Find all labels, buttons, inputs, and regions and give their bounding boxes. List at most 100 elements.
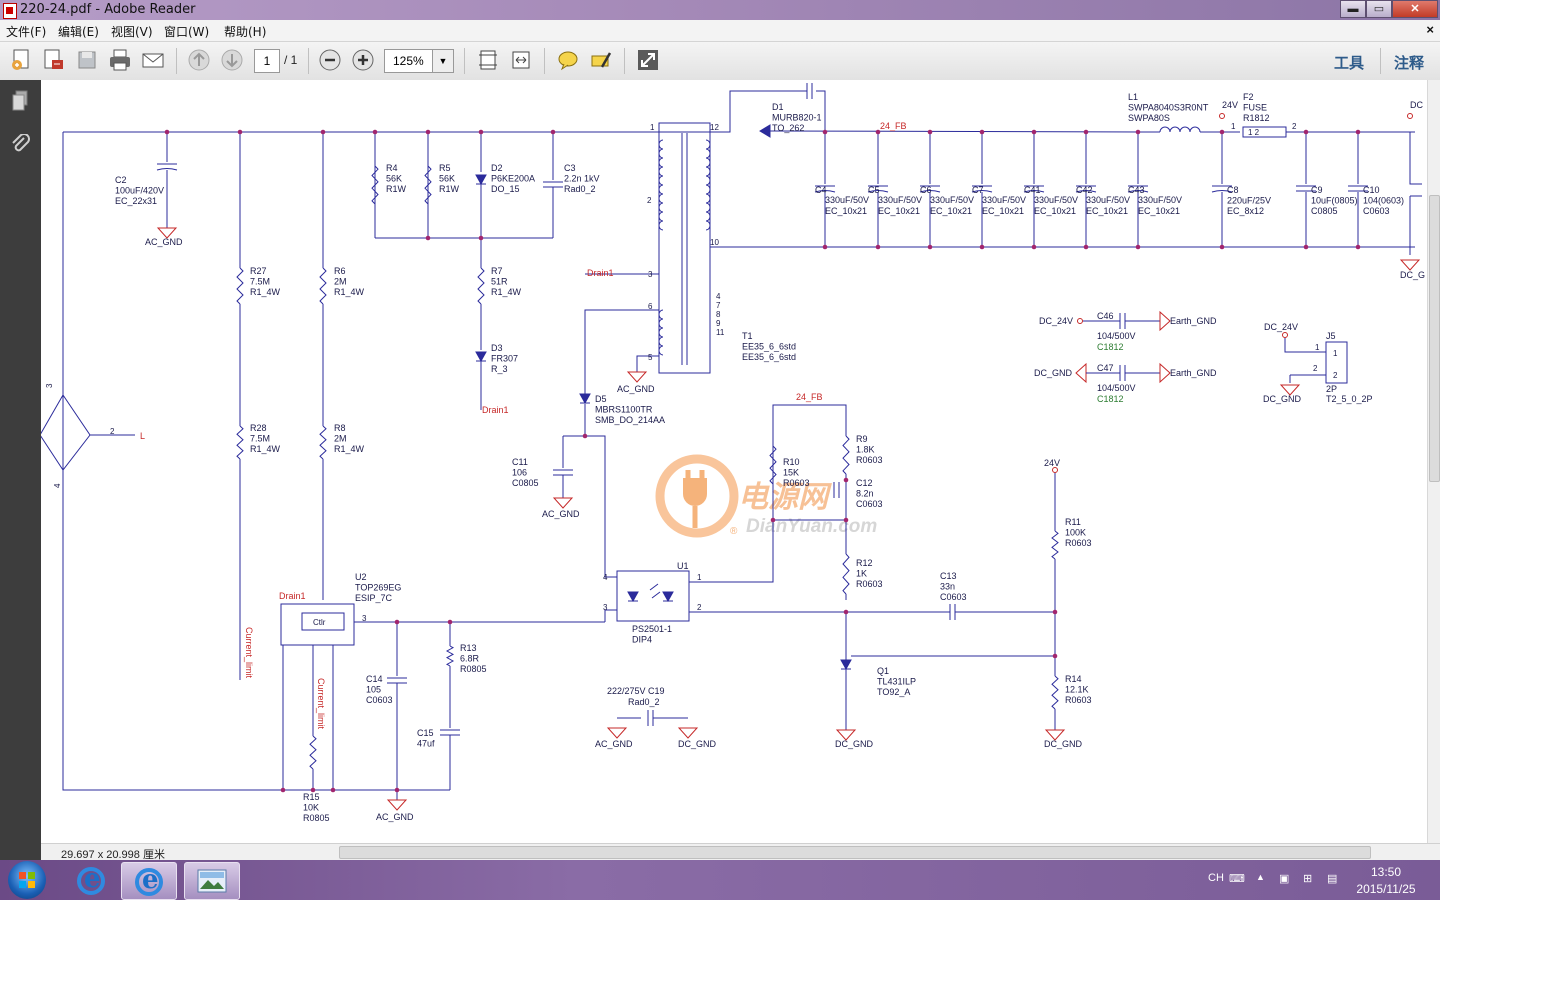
r5-label: R5 [439, 163, 451, 173]
zoom-dropdown-button[interactable]: ▼ [432, 49, 454, 73]
fb-wire [689, 404, 847, 583]
junction-dot [843, 477, 849, 483]
windows-flag-icon[interactable]: ⊞ [1303, 873, 1313, 885]
fit-page-icon[interactable] [475, 47, 501, 73]
system-clock[interactable]: 13:50 2015/11/25 [1352, 864, 1420, 898]
t1-winding [658, 309, 664, 356]
output-cap-package: EC_10x21 [1086, 206, 1128, 216]
output-cap-C41 [1023, 190, 1045, 193]
output-cap-ref: C4 [815, 185, 827, 195]
close-document-button[interactable]: × [1426, 22, 1434, 37]
r13-label: 6.8R [460, 654, 480, 664]
highlight-icon[interactable] [588, 47, 614, 73]
print-icon[interactable] [107, 47, 133, 73]
horizontal-scroll-thumb[interactable] [339, 846, 1371, 859]
network-icon[interactable]: ▤ [1327, 873, 1338, 885]
image-viewer-button[interactable] [184, 862, 240, 900]
c3-label: Rad0_2 [564, 184, 596, 194]
q1-dc-gnd [835, 729, 857, 741]
r15-label: R0805 [303, 813, 330, 823]
junction-dot [1355, 244, 1361, 250]
input-bus-left [62, 132, 450, 791]
fullscreen-icon[interactable] [635, 47, 661, 73]
vertical-scroll-thumb[interactable] [1429, 195, 1440, 482]
r27-label: R27 [250, 266, 267, 276]
l1-label: L1 [1128, 92, 1138, 102]
prev-page-icon[interactable] [186, 47, 212, 73]
zoom-level-input[interactable]: 125% [384, 49, 440, 73]
cap-label-C9: C0805 [1311, 206, 1338, 216]
c3-label: C3 [564, 163, 576, 173]
next-page-icon[interactable] [219, 47, 245, 73]
c19-dc-gnd [677, 727, 699, 739]
menu-view[interactable]: 视图(V) [111, 25, 153, 39]
f2-label: R1812 [1243, 113, 1270, 123]
pages-icon[interactable] [10, 90, 30, 112]
output-cap-C4 [814, 190, 836, 193]
windows-logo-icon [19, 872, 35, 888]
menu-help[interactable]: 帮助(H) [224, 25, 267, 39]
close-button[interactable]: ✕ [1392, 0, 1438, 18]
start-button[interactable] [8, 861, 46, 899]
ie-icon [77, 864, 105, 895]
menu-file[interactable]: 文件(F) [6, 25, 47, 39]
create-pdf-icon[interactable] [8, 47, 34, 73]
ie-pinned-button[interactable] [64, 862, 118, 898]
junction-dot [372, 129, 378, 135]
r8-label: R8 [334, 423, 346, 433]
cap-label-C8: C8 [1227, 185, 1239, 195]
export-pdf-icon[interactable] [40, 47, 66, 73]
attachments-icon[interactable] [10, 134, 30, 156]
24v-net-label: 24V [1222, 100, 1238, 110]
title-bar[interactable]: 220-24.pdf - Adobe Reader ▬ ▭ ✕ [0, 0, 1440, 20]
page-number-input[interactable]: 1 [254, 49, 280, 73]
r5-symbol [424, 165, 432, 205]
menu-edit[interactable]: 编辑(E) [58, 25, 99, 39]
junction-dot [822, 129, 828, 135]
junction-dot [1052, 609, 1058, 615]
r15-label: R15 [303, 792, 320, 802]
action-center-icon[interactable]: ▣ [1279, 873, 1290, 885]
minimize-button[interactable]: ▬ [1340, 0, 1366, 18]
output-cap-ref: C6 [920, 185, 932, 195]
fit-width-icon[interactable] [508, 47, 534, 73]
c2-label: C2 [115, 175, 127, 185]
tools-tab[interactable]: 工具 [1334, 54, 1365, 72]
zoom-out-icon[interactable] [317, 47, 343, 73]
email-icon[interactable] [140, 47, 166, 73]
current-limit-label: Current_limit [244, 627, 254, 679]
schematic-label: 104/500V [1097, 331, 1136, 341]
u1-light-arrows [649, 583, 661, 599]
input-language[interactable]: CH [1208, 872, 1224, 884]
ie-running-button[interactable] [121, 862, 177, 900]
comment-tab[interactable]: 注释 [1394, 54, 1425, 72]
c12-label: C0603 [856, 499, 883, 509]
junction-dot [582, 433, 588, 439]
comment-icon[interactable] [555, 47, 581, 73]
menu-window[interactable]: 窗口(W) [164, 25, 210, 39]
junction-dot [310, 787, 316, 793]
r13-label: R13 [460, 643, 477, 653]
r27-label: R1_4W [250, 287, 281, 297]
maximize-button[interactable]: ▭ [1366, 0, 1392, 18]
c13-label: C0603 [940, 592, 967, 602]
r4-symbol [371, 165, 379, 205]
cap-C8 [1211, 190, 1233, 193]
r13-symbol [445, 645, 455, 667]
junction-dot [550, 129, 556, 135]
junction-dot [1135, 244, 1141, 250]
u2-label: TOP269EG [355, 583, 401, 593]
save-icon[interactable] [74, 47, 100, 73]
output-cap-ref: C5 [868, 185, 880, 195]
show-hidden-icons-button[interactable]: ▲ [1256, 872, 1265, 882]
zoom-in-icon[interactable] [350, 47, 376, 73]
r10-label: 15K [783, 468, 799, 478]
earth-gnd-symbol [1159, 310, 1171, 332]
dc-24v-label: DC_24V [1039, 316, 1073, 326]
cap-label-C10: 104(0603) [1363, 196, 1404, 206]
keyboard-icon[interactable]: ⌨ [1229, 873, 1245, 885]
output-cap-value: 330uF/50V [825, 195, 869, 205]
schematic-label: 1 [650, 123, 655, 132]
cap-label-C9: C9 [1311, 185, 1323, 195]
